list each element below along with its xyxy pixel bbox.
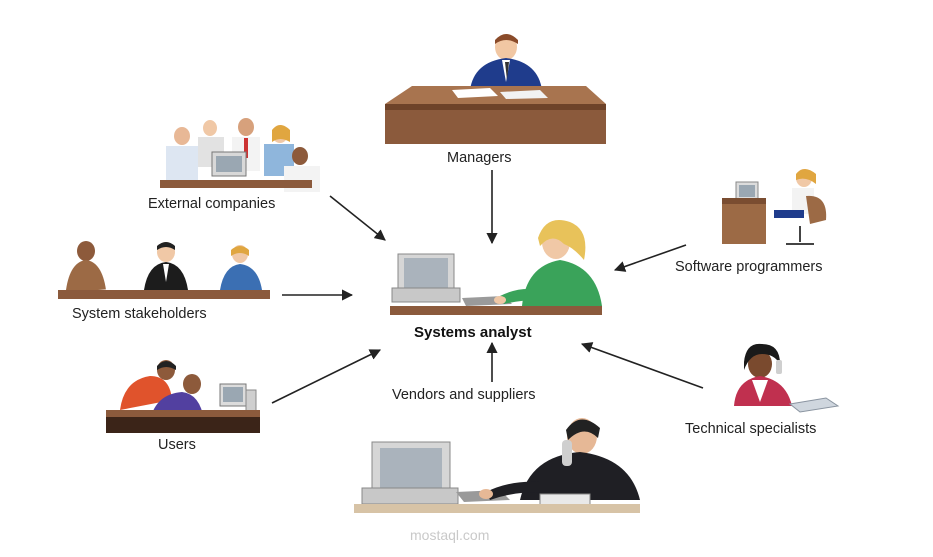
managers-illustration xyxy=(385,34,606,144)
label-external-companies: External companies xyxy=(148,196,276,212)
vendors-illustration xyxy=(354,418,640,513)
label-technical-specialists: Technical specialists xyxy=(685,421,817,437)
systems-analyst-illustration xyxy=(390,220,602,315)
arrow-software-programmers xyxy=(613,244,687,272)
technical-specialists-illustration xyxy=(734,343,840,413)
arrow-external-companies xyxy=(329,195,386,241)
label-systems-analyst: Systems analyst xyxy=(414,324,532,341)
system-stakeholders-illustration xyxy=(58,241,270,299)
label-managers: Managers xyxy=(447,150,512,166)
label-vendors-suppliers: Vendors and suppliers xyxy=(392,387,536,403)
label-system-stakeholders: System stakeholders xyxy=(72,306,207,322)
watermark-text: mostaql.com xyxy=(410,527,490,543)
label-software-programmers: Software programmers xyxy=(675,259,823,275)
software-programmers-illustration xyxy=(722,169,827,245)
external-companies-illustration xyxy=(160,118,320,192)
label-users: Users xyxy=(158,437,196,453)
arrow-users xyxy=(271,349,382,404)
arrow-technical-specialists xyxy=(580,342,704,389)
users-illustration xyxy=(106,360,260,433)
